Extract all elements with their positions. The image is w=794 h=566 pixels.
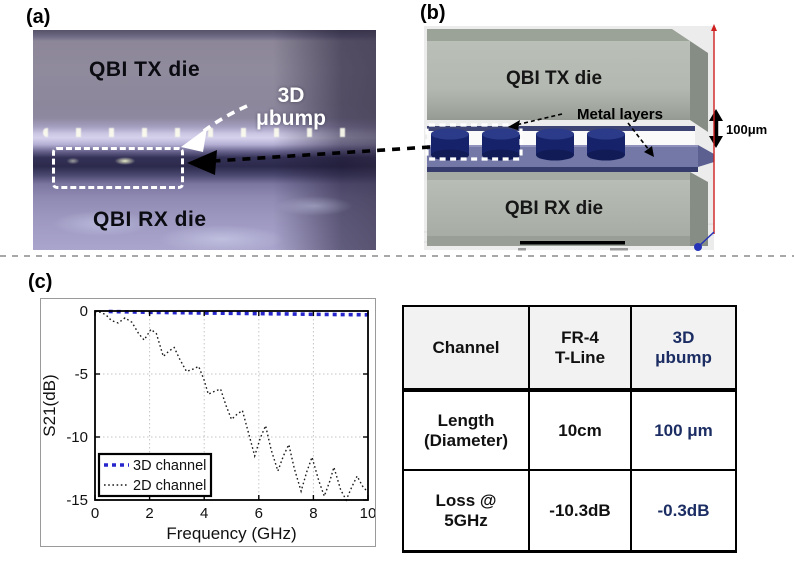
bump-callout-box-b: [425, 123, 523, 161]
table-header-channel: Channel: [402, 305, 530, 392]
microbumps: [431, 128, 625, 161]
x-tick-label: 0: [91, 505, 99, 522]
panel-a-photo: QBI TX die QBI RX die 3D μbump: [33, 30, 376, 250]
series-2d-channel: [94, 310, 369, 502]
y-tick-label: -15: [66, 492, 88, 509]
y-tick-label: -10: [66, 429, 88, 446]
row-length-header: Length(Diameter): [402, 389, 530, 471]
row-length-line2: (Diameter): [423, 430, 509, 450]
axes-box: [94, 310, 369, 501]
gap-dimension-label: 100μm: [726, 122, 767, 137]
legend-box: [97, 452, 213, 498]
metal-layers-label: Metal layers: [577, 106, 663, 123]
cad-canvas: [424, 26, 714, 250]
bump-annotation-line2: μbump: [255, 107, 326, 130]
legend-label: 2D channel: [133, 478, 206, 494]
y-axis-label: S21(dB): [41, 374, 59, 436]
cell-length-bump: 100 μm: [630, 389, 737, 471]
dimension-arrow: [709, 109, 723, 148]
panel-c-label: (c): [28, 271, 53, 293]
y-tick-label: 0: [80, 303, 88, 320]
hdr-bump-line1: 3D: [672, 327, 695, 347]
red-axis-line: [711, 24, 717, 234]
tx-die-label-a: QBI TX die: [89, 58, 201, 81]
metal-layers-arrows: [508, 113, 654, 157]
x-tick-label: 8: [309, 505, 317, 522]
x-axis-label: Frequency (GHz): [166, 524, 296, 543]
row-loss-line1: Loss @: [435, 490, 497, 510]
panel-b-diagram: Metal layers 100μm QBI TX die QBI: [424, 24, 767, 251]
x-tick-label: 4: [200, 505, 208, 522]
bottom-metal-layer: [427, 145, 714, 172]
bump-annotation: 3D μbump: [236, 84, 346, 130]
bump-annotation-line1: 3D: [277, 84, 305, 107]
x-tick-label: 10: [360, 505, 375, 522]
cell-length-fr4: 10cm: [528, 389, 632, 471]
origin-dot: [694, 243, 702, 251]
cell-loss-fr4: -10.3dB: [528, 469, 632, 553]
panel-a-label: (a): [26, 6, 51, 28]
scale-bar: [518, 241, 628, 251]
row-length-line1: Length: [437, 410, 495, 430]
hdr-channel-text: Channel: [432, 337, 500, 357]
hdr-fr4-line1: FR-4: [561, 327, 599, 347]
blue-axis-line: [697, 231, 715, 248]
y-tick-label: -5: [75, 366, 88, 383]
series-3d-channel: [108, 309, 369, 317]
x-tick-label: 2: [145, 505, 153, 522]
tx-die-label-b: QBI TX die: [506, 68, 602, 89]
hdr-fr4-line2: T-Line: [554, 347, 606, 367]
x-tick-label: 6: [255, 505, 263, 522]
rx-die-label-b: QBI RX die: [505, 198, 603, 219]
cell-loss-bump: -0.3dB: [630, 469, 737, 553]
rx-die-label-a: QBI RX die: [93, 208, 207, 231]
hdr-bump-line2: μbump: [655, 347, 712, 367]
panel-b-label: (b): [420, 2, 446, 24]
row-loss-header: Loss @5GHz: [402, 469, 530, 553]
top-metal-layer: [427, 126, 695, 131]
rx-die-block: [427, 172, 708, 246]
tx-die-block: [427, 29, 708, 132]
row-loss-line2: 5GHz: [444, 510, 488, 530]
bump-callout-box: [52, 147, 184, 189]
legend-label: 3D channel: [133, 458, 206, 474]
